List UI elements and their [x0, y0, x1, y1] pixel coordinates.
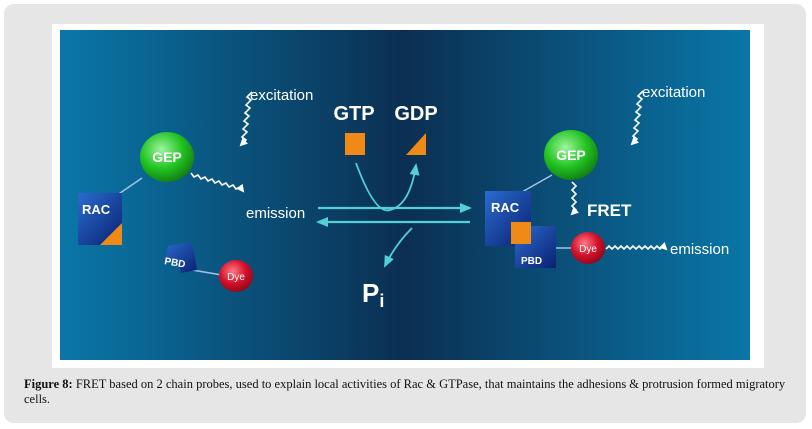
- left-gep-circle: [140, 132, 194, 182]
- diagram-background: [60, 30, 750, 360]
- left-dye-label: Dye: [227, 272, 245, 283]
- gdp-wedge: [406, 133, 426, 155]
- right-emission-label: emission: [670, 241, 729, 258]
- gdp-label: GDP: [394, 103, 437, 125]
- left-excitation-label: excitation: [250, 87, 313, 104]
- fret-diagram: excitation GEP emission RAC PBD Dye GTP …: [60, 30, 750, 360]
- right-excitation-wave: [630, 90, 644, 146]
- figure-caption: Figure 8: FRET based on 2 chain probes, …: [24, 377, 794, 407]
- pi-main: P: [362, 278, 379, 308]
- caption-label: Figure 8:: [24, 377, 73, 391]
- right-dye-label: Dye: [579, 244, 597, 255]
- left-emission-label: emission: [246, 205, 305, 222]
- left-rac-label: RAC: [82, 202, 111, 217]
- gtp-to-gdp-curve: [355, 162, 420, 212]
- right-fret-wave: [570, 181, 580, 216]
- left-panel: excitation GEP emission RAC PBD Dye: [78, 87, 313, 292]
- right-gtp-square: [511, 222, 531, 244]
- right-gep-circle: [544, 130, 598, 180]
- gtp-label: GTP: [333, 103, 374, 125]
- right-emission-wave: [605, 241, 668, 251]
- right-dye-circle: [571, 232, 605, 264]
- left-pbd-block: [164, 242, 197, 273]
- left-gep-label: GEP: [152, 149, 182, 165]
- left-pbd-dye-link: [191, 269, 223, 276]
- left-pbd-label: PBD: [163, 256, 186, 271]
- left-gdp-wedge: [100, 223, 122, 245]
- left-dye-circle: [219, 260, 253, 292]
- right-excitation-label: excitation: [642, 84, 705, 101]
- right-pbd-label: PBD: [521, 256, 542, 267]
- pi-release-curve: [384, 227, 413, 268]
- fret-label: FRET: [587, 201, 632, 220]
- right-gep-rac-link: [521, 174, 553, 193]
- right-gep-label: GEP: [556, 147, 586, 163]
- gtp-square: [345, 133, 365, 155]
- right-rac-label: RAC: [491, 200, 520, 215]
- pi-label: Pi: [362, 278, 384, 311]
- left-emission-wave: [190, 172, 245, 193]
- right-panel: excitation GEP FRET RAC PBD Dye emission: [485, 84, 729, 268]
- center-reaction: GTP GDP Pi: [316, 103, 472, 311]
- caption-text: FRET based on 2 chain probes, used to ex…: [24, 377, 786, 406]
- left-excitation-wave: [239, 91, 253, 147]
- pi-subscript: i: [379, 291, 384, 311]
